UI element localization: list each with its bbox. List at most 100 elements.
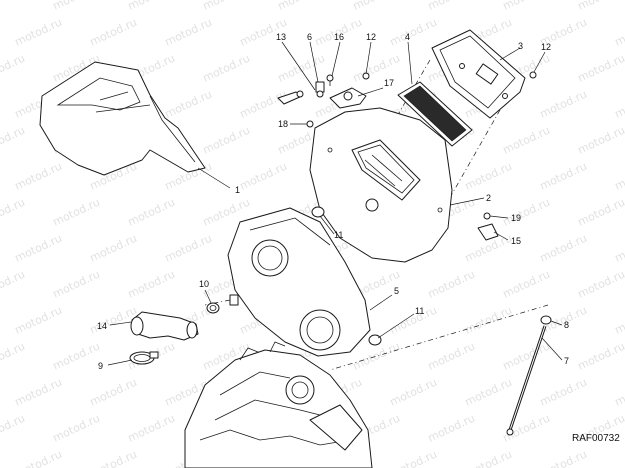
part-15-bracket: [477, 223, 499, 241]
watermark-text: motod.ru: [613, 232, 625, 265]
watermark-text: motod.ru: [126, 268, 177, 301]
watermark-text: motod.ru: [276, 0, 327, 13]
watermark-text: motod.ru: [163, 232, 214, 265]
watermark-text: motod.ru: [13, 232, 64, 265]
watermark-text: motod.ru: [51, 412, 102, 445]
part-8-grommet: [540, 315, 552, 325]
watermark-text: motod.ru: [0, 268, 27, 301]
watermark-text: motod.ru: [163, 88, 214, 121]
watermark-text: motod.ru: [576, 268, 625, 301]
callout-13: 13: [276, 32, 286, 42]
watermark-text: motod.ru: [576, 0, 625, 13]
watermark-text: motod.ru: [463, 304, 514, 337]
part-4-filter-element: [397, 81, 473, 147]
watermark-text: motod.ru: [501, 124, 552, 157]
watermark-text: motod.ru: [0, 0, 27, 13]
assembly-line: [329, 304, 549, 371]
watermark-text: motod.ru: [388, 448, 439, 468]
watermark-text: motod.ru: [426, 268, 477, 301]
watermark-text: motod.ru: [126, 0, 177, 13]
watermark-text: motod.ru: [388, 16, 439, 49]
watermark-text: motod.ru: [463, 160, 514, 193]
watermark-text: motod.ru: [538, 376, 589, 409]
drawing-code: RAF00732: [572, 433, 620, 444]
watermark-text: motod.ru: [0, 196, 27, 229]
watermark-text: motod.ru: [501, 340, 552, 373]
part-14-intake-hose: [130, 311, 199, 341]
part-9-hose-clamp: [129, 351, 159, 365]
watermark-text: motod.ru: [576, 340, 625, 373]
watermark-text: motod.ru: [501, 196, 552, 229]
callout-14: 14: [97, 321, 107, 331]
watermark-text: motod.ru: [13, 376, 64, 409]
part-19-screw: [483, 212, 491, 220]
callout-6: 6: [307, 32, 312, 42]
watermark-text: motod.ru: [613, 16, 625, 49]
watermark-text: motod.ru: [538, 232, 589, 265]
watermark-text: motod.ru: [201, 52, 252, 85]
watermark-text: motod.ru: [13, 16, 64, 49]
callout-16: 16: [334, 32, 344, 42]
watermark-text: motod.ru: [613, 160, 625, 193]
callout-4: 4: [405, 32, 410, 42]
assembly-line: [204, 299, 231, 306]
callout-19: 19: [511, 213, 521, 223]
watermark-text: motod.ru: [201, 0, 252, 13]
watermark-text: motod.ru: [613, 304, 625, 337]
watermark-text: motod.ru: [0, 340, 27, 373]
watermark-text: motod.ru: [238, 88, 289, 121]
watermark-text: motod.ru: [426, 412, 477, 445]
watermark-text: motod.ru: [238, 160, 289, 193]
watermark-text: motod.ru: [351, 52, 402, 85]
part-7-rod: [506, 325, 547, 436]
watermark-text: motod.ru: [501, 268, 552, 301]
callout-11-lower: 11: [415, 306, 424, 316]
part-2-airbox-upper: [309, 107, 453, 263]
watermark-text: motod.ru: [88, 448, 139, 468]
watermark-text: motod.ru: [576, 124, 625, 157]
watermark-text: motod.ru: [13, 304, 64, 337]
watermark-text: motod.ru: [538, 88, 589, 121]
callout-18: 18: [278, 119, 288, 129]
watermark-text: motod.ru: [538, 160, 589, 193]
part-11-plug-lower: [368, 334, 382, 346]
watermark-text: motod.ru: [613, 88, 625, 121]
callout-9: 9: [98, 361, 103, 371]
callout-7: 7: [564, 356, 569, 366]
callout-5: 5: [394, 286, 399, 296]
callout-17: 17: [384, 78, 394, 88]
watermark-text: motod.ru: [126, 196, 177, 229]
watermark-text: motod.ru: [126, 412, 177, 445]
watermark-text: motod.ru: [88, 304, 139, 337]
watermark-text: motod.ru: [426, 0, 477, 13]
watermark-text: motod.ru: [163, 16, 214, 49]
callout-11-upper: 11: [334, 230, 343, 240]
watermark-text: motod.ru: [463, 448, 514, 468]
callout-12-right: 12: [541, 42, 551, 52]
watermark-text: motod.ru: [0, 124, 27, 157]
watermark-text: motod.ru: [351, 0, 402, 13]
watermark-text: motod.ru: [426, 340, 477, 373]
part-5-airbox-lower: [227, 207, 371, 357]
part-17-fitting: [329, 87, 367, 109]
watermark-text: motod.ru: [501, 0, 552, 13]
watermark-text: motod.ru: [88, 376, 139, 409]
callout-8: 8: [564, 320, 569, 330]
part-16-screw: [326, 74, 334, 86]
watermark-text: motod.ru: [0, 52, 27, 85]
watermark-text: motod.ru: [13, 160, 64, 193]
watermark-text: motod.ru: [388, 376, 439, 409]
watermark-text: motod.ru: [576, 52, 625, 85]
part-18-screw: [306, 120, 314, 128]
watermark-text: motod.ru: [88, 16, 139, 49]
leader-lines: [107, 41, 563, 366]
watermark-text: motod.ru: [13, 448, 64, 468]
part-1-cover: [39, 61, 206, 176]
callout-1: 1: [235, 185, 240, 195]
callout-3: 3: [518, 41, 523, 51]
part-10-grommet: [206, 302, 220, 314]
watermark-text: motod.ru: [51, 268, 102, 301]
part-12-screw-right: [529, 71, 537, 79]
